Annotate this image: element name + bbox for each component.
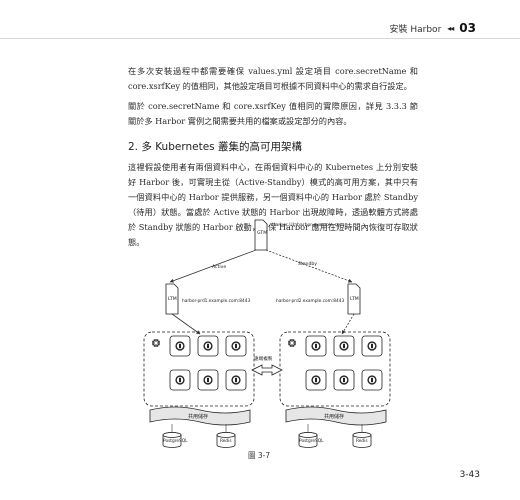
chapter-name: 安裝 Harbor [389, 24, 442, 35]
architecture-diagram: GTM Harbor UI: harbor.example.com Active… [130, 210, 430, 465]
ltm-left-node: LTM harbor-prd1.example.com:8443 [165, 283, 250, 315]
db-right-postgres: PostgreSQL [298, 424, 324, 448]
harbor-pods-right [305, 335, 383, 391]
cluster-right [279, 331, 391, 407]
section-paragraph: 這裡假設使用者有兩個資料中心，在兩個資料中心的 Kubernetes 上分別安裝… [128, 162, 418, 247]
db-right-redis: Redis [352, 424, 372, 448]
kubernetes-icon [151, 338, 161, 348]
paragraph-2: 關於 core.secretName 和 core.xsrfKey 值相同的實際… [128, 101, 418, 126]
db-left-postgres: PostgreSQL [162, 424, 188, 448]
chapter-arrows-icon: ◂◂ [447, 23, 454, 33]
cluster-left [143, 331, 255, 407]
ltm-left-url: harbor-prd1.example.com:8443 [182, 298, 250, 304]
replication-label: 遠端複製 [254, 355, 273, 362]
gtm-label: GTM [257, 230, 267, 236]
section-title: 2. 多 Kubernetes 叢集的高可用架構 [128, 141, 302, 153]
shared-storage-right: 共用儲存 [285, 406, 387, 426]
remote-replication: 遠端複製 [251, 355, 283, 376]
storage-right-label: 共用儲存 [324, 413, 344, 420]
ltm-right-url: harbor-prd2.example.com:8443 [276, 298, 344, 304]
figure-caption: 圖 3-7 [248, 451, 271, 460]
active-label: Active [212, 264, 226, 270]
paragraph-1: 在多次安裝過程中都需要確保 values.yml 設定項目 core.secre… [128, 66, 418, 91]
gtm-url: Harbor UI: harbor.example.com [272, 222, 345, 228]
standby-arrow [265, 249, 353, 283]
storage-left-label: 共用儲存 [188, 413, 208, 420]
architecture-diagram-svg: GTM Harbor UI: harbor.example.com Active… [143, 219, 391, 448]
db-right-redis-label: Redis [356, 438, 368, 444]
chapter-number: 03 [459, 21, 476, 35]
harbor-pods-left [169, 335, 247, 391]
page-number: 3-43 [459, 470, 480, 480]
db-left-redis-label: Redis [220, 438, 232, 444]
ltm-left-label: LTM [168, 296, 177, 302]
page-header: 安裝 Harbor ◂◂ 03 [390, 20, 477, 36]
db-left-redis: Redis [216, 424, 236, 448]
db-left-postgres-label: PostgreSQL [163, 438, 188, 444]
ltm-left-to-cluster-arrow [171, 313, 201, 335]
shared-storage-left: 共用儲存 [149, 406, 251, 426]
ltm-right-to-cluster-arrow [341, 313, 355, 335]
ltm-right-label: LTM [350, 296, 359, 302]
ltm-right-node: LTM harbor-prd2.example.com:8443 [276, 283, 361, 315]
gtm-node: GTM Harbor UI: harbor.example.com [254, 219, 345, 251]
header-rule [0, 38, 520, 39]
db-right-postgres-label: PostgreSQL [299, 438, 324, 444]
kubernetes-icon [287, 338, 297, 348]
intro-paragraphs: 在多次安裝過程中都需要確保 values.yml 設定項目 core.secre… [128, 64, 418, 250]
replication-arrow-icon [251, 364, 283, 376]
active-arrow [169, 249, 257, 283]
standby-label: Standby [298, 261, 317, 267]
